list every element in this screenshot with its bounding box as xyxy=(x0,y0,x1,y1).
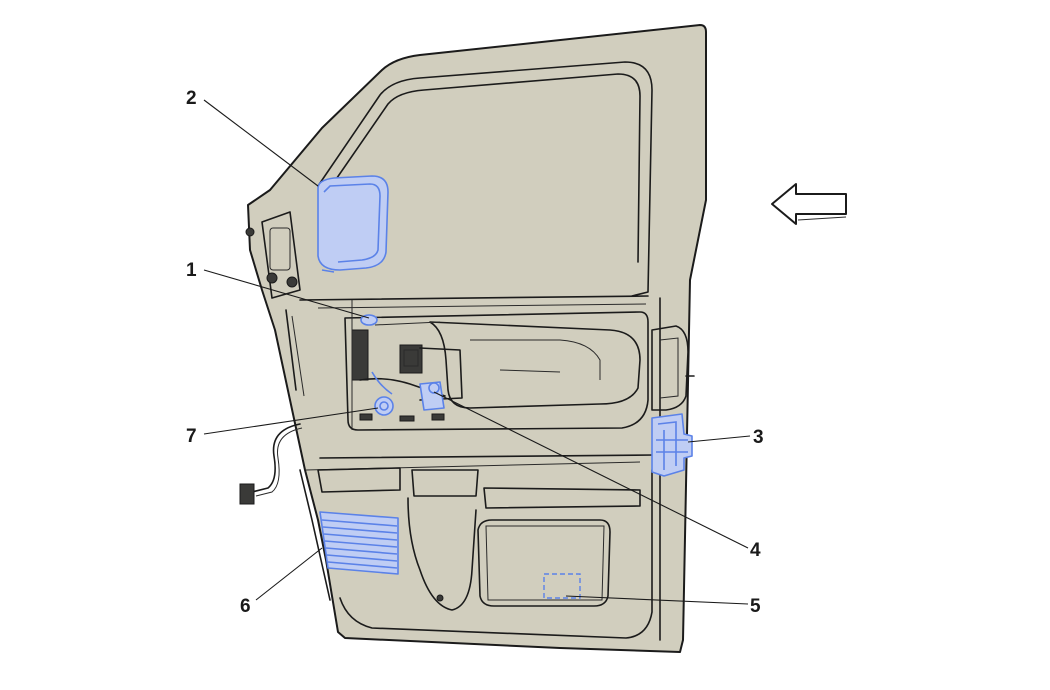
callout-2: 2 xyxy=(186,88,197,109)
exterior-handle xyxy=(651,325,695,411)
highlight-hidden-component xyxy=(543,573,581,599)
hinge-area xyxy=(245,211,331,601)
wiring-harness xyxy=(239,423,303,505)
leader-lines xyxy=(203,99,751,605)
callout-3: 3 xyxy=(753,427,764,448)
door-shell xyxy=(247,24,707,653)
highlight-switch-unit xyxy=(371,371,394,416)
leader-1 xyxy=(203,269,370,319)
highlight-regulator-motor xyxy=(419,381,445,411)
highlight-mirror xyxy=(317,175,389,273)
highlight-lock-cylinder xyxy=(360,314,378,326)
leader-5 xyxy=(565,595,749,605)
callout-7: 7 xyxy=(186,426,197,447)
callout-6: 6 xyxy=(240,596,251,617)
leader-2 xyxy=(203,99,319,187)
highlight-speaker-grille xyxy=(319,511,399,575)
grille-slats xyxy=(321,519,398,569)
leader-4 xyxy=(433,391,749,549)
leader-3 xyxy=(687,435,751,443)
callout-1: 1 xyxy=(186,260,197,281)
inner-panel-opening xyxy=(344,300,649,431)
callout-labels: 1 2 3 4 5 6 7 xyxy=(186,88,764,617)
lower-trim xyxy=(317,467,641,611)
callout-4: 4 xyxy=(750,540,761,561)
leader-7 xyxy=(203,407,379,435)
highlight-lock-module xyxy=(651,413,693,477)
direction-arrow-icon xyxy=(771,183,847,225)
leader-6 xyxy=(255,547,323,601)
callout-5: 5 xyxy=(750,596,761,617)
